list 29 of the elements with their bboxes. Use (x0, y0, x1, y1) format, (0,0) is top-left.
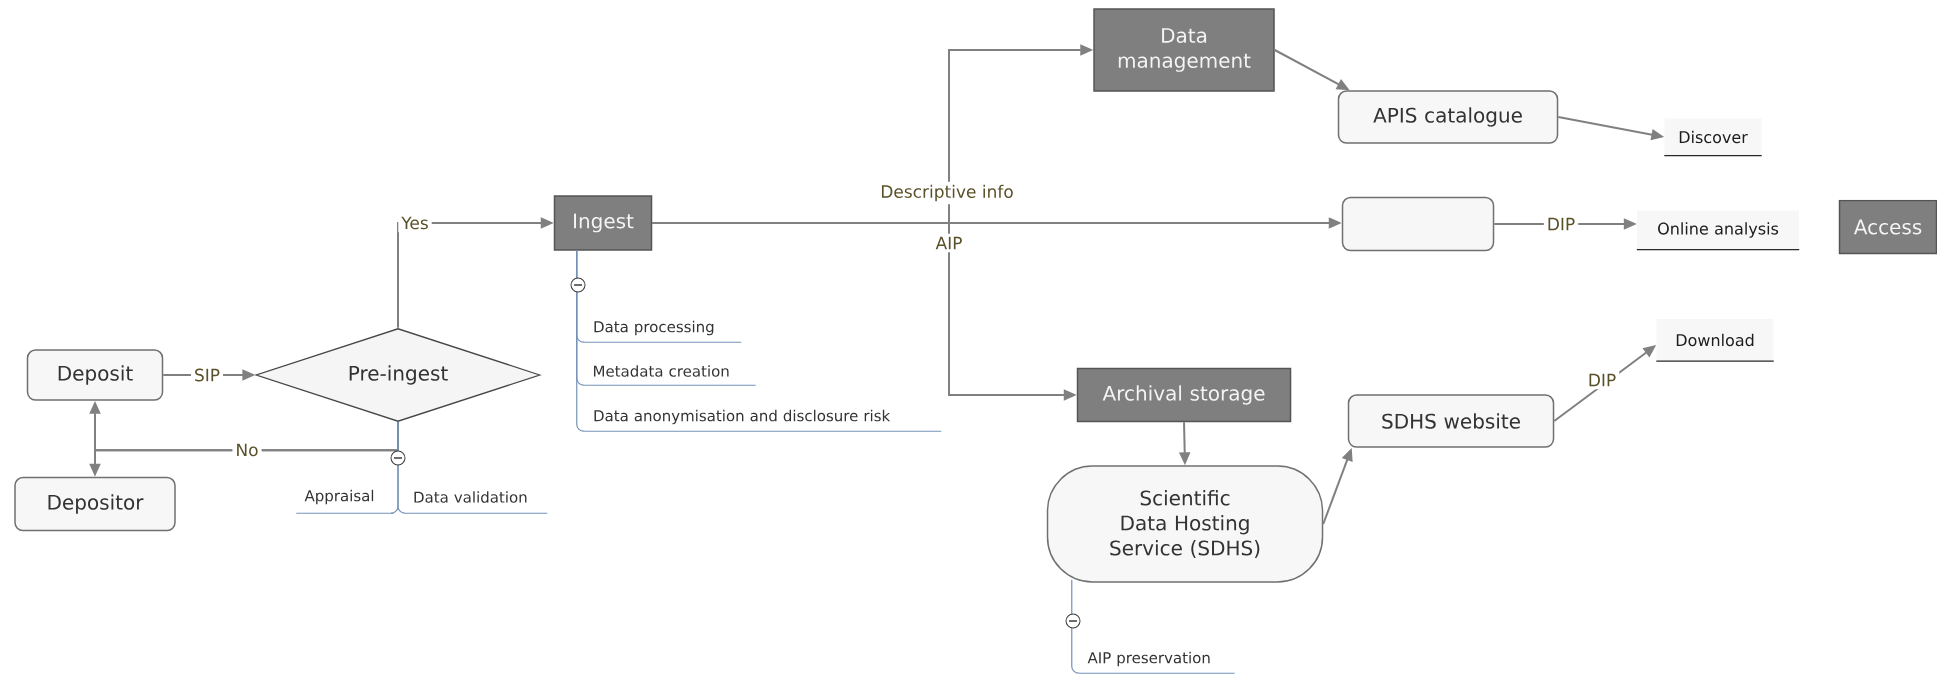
task-item: Data processing (584, 320, 742, 343)
task-item: AIP preservation (1078, 651, 1236, 674)
process-box: Depositor (14, 476, 176, 532)
output-box: Online analysis (1636, 210, 1800, 251)
process-box (1341, 196, 1495, 252)
stage-box: Access (1838, 199, 1937, 255)
service-box: Scientific Data Hosting Service (SDHS) (1046, 465, 1324, 583)
edge-label: DIP (1543, 214, 1579, 234)
branch-line (1071, 579, 1080, 674)
process-box: APIS catalogue (1337, 90, 1559, 144)
stage-box: Ingest (553, 195, 653, 251)
output-box: Discover (1663, 118, 1763, 157)
task-item: Appraisal (295, 489, 395, 514)
task-item: Data validation (404, 491, 548, 514)
edge-label: AIP (932, 233, 966, 253)
edge-label: DIP (1584, 370, 1620, 390)
edge-label: Yes (398, 213, 432, 233)
edge-label: No (232, 440, 262, 460)
branch-line (576, 250, 586, 432)
process-box: SDHS website (1347, 394, 1555, 448)
stage-box: Archival storage (1076, 367, 1292, 423)
branch-line (397, 421, 406, 514)
task-item: Data anonymisation and disclosure risk (584, 409, 942, 432)
edge-label: Descriptive info (877, 181, 1017, 205)
edge-label: SIP (191, 365, 224, 385)
output-box: Download (1655, 319, 1775, 362)
task-item: Metadata creation (583, 365, 757, 386)
stage-box: Data management (1093, 8, 1275, 92)
process-box: Deposit (26, 349, 164, 401)
